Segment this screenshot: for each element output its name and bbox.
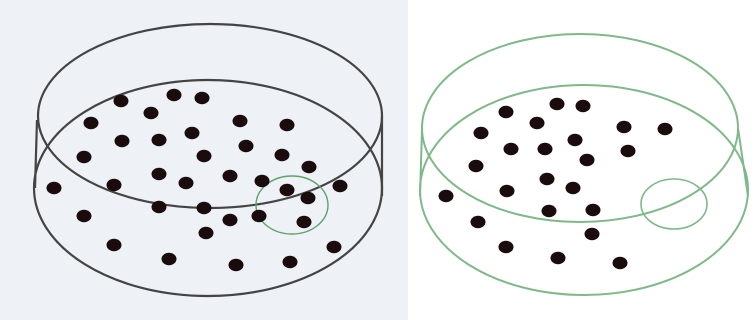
colony-dot bbox=[469, 160, 484, 172]
dish-lid-rim bbox=[38, 24, 382, 208]
colony-dot bbox=[301, 192, 316, 204]
colony-dot bbox=[223, 214, 238, 226]
colony-dot bbox=[568, 134, 583, 146]
colony-dots-left bbox=[47, 89, 348, 271]
colony-dot bbox=[504, 143, 519, 155]
colony-dot bbox=[474, 127, 489, 139]
colony-dot bbox=[77, 151, 92, 163]
colony-dot bbox=[115, 135, 130, 147]
colony-dot bbox=[239, 140, 254, 152]
colony-dot bbox=[283, 256, 298, 268]
dish-base-rim bbox=[34, 80, 382, 296]
colony-dot bbox=[580, 154, 595, 166]
dish-right-wall bbox=[738, 128, 748, 196]
colony-dot bbox=[499, 106, 514, 118]
colony-dot bbox=[613, 257, 628, 269]
colony-dot bbox=[47, 182, 62, 194]
colony-dot bbox=[152, 168, 167, 180]
colony-dot bbox=[542, 205, 557, 217]
colony-dot bbox=[540, 173, 555, 185]
colony-dot bbox=[152, 134, 167, 146]
colony-dot bbox=[586, 204, 601, 216]
colony-dot bbox=[195, 92, 210, 104]
colony-dot bbox=[197, 150, 212, 162]
colony-dot bbox=[500, 185, 515, 197]
colony-dot bbox=[439, 190, 454, 202]
colony-dot bbox=[229, 259, 244, 271]
colony-dot bbox=[223, 170, 238, 182]
dish-left-wall bbox=[420, 130, 422, 196]
colony-dot bbox=[199, 227, 214, 239]
colony-dot bbox=[658, 123, 673, 135]
colony-dot bbox=[471, 216, 486, 228]
colony-dot bbox=[77, 210, 92, 222]
colony-dot bbox=[144, 107, 159, 119]
colony-dot bbox=[107, 239, 122, 251]
colony-dot bbox=[297, 216, 312, 228]
colony-dot bbox=[114, 95, 129, 107]
colony-dot bbox=[551, 252, 566, 264]
colony-dot bbox=[530, 117, 545, 129]
colony-dot bbox=[255, 175, 270, 187]
colony-dot bbox=[576, 100, 591, 112]
right-petri-dish-panel bbox=[408, 0, 756, 320]
colony-dot bbox=[185, 127, 200, 139]
left-petri-dish-drawing bbox=[0, 0, 408, 320]
colony-dot bbox=[550, 98, 565, 110]
left-petri-dish-panel bbox=[0, 0, 408, 320]
colony-dot bbox=[162, 253, 177, 265]
colony-dot bbox=[280, 184, 295, 196]
colony-dot bbox=[152, 201, 167, 213]
colony-dot bbox=[179, 177, 194, 189]
colony-dot bbox=[566, 182, 581, 194]
colony-dot bbox=[621, 145, 636, 157]
colony-dot bbox=[280, 119, 295, 131]
colony-dot bbox=[585, 228, 600, 240]
colony-dot bbox=[107, 179, 122, 191]
colony-dots-right bbox=[439, 98, 673, 269]
colony-dot bbox=[233, 115, 248, 127]
colony-dot bbox=[167, 89, 182, 101]
colony-dot bbox=[275, 149, 290, 161]
colony-dot bbox=[327, 241, 342, 253]
colony-dot bbox=[252, 210, 267, 222]
colony-dot bbox=[538, 143, 553, 155]
dish-left-wall bbox=[35, 120, 37, 188]
colony-dot bbox=[84, 117, 99, 129]
colony-dot bbox=[499, 241, 514, 253]
colony-dot bbox=[302, 161, 317, 173]
colony-dot bbox=[333, 180, 348, 192]
colony-dot bbox=[617, 121, 632, 133]
right-petri-dish-drawing bbox=[408, 0, 756, 320]
colony-dot bbox=[197, 202, 212, 214]
dish-lid-rim bbox=[422, 34, 738, 222]
